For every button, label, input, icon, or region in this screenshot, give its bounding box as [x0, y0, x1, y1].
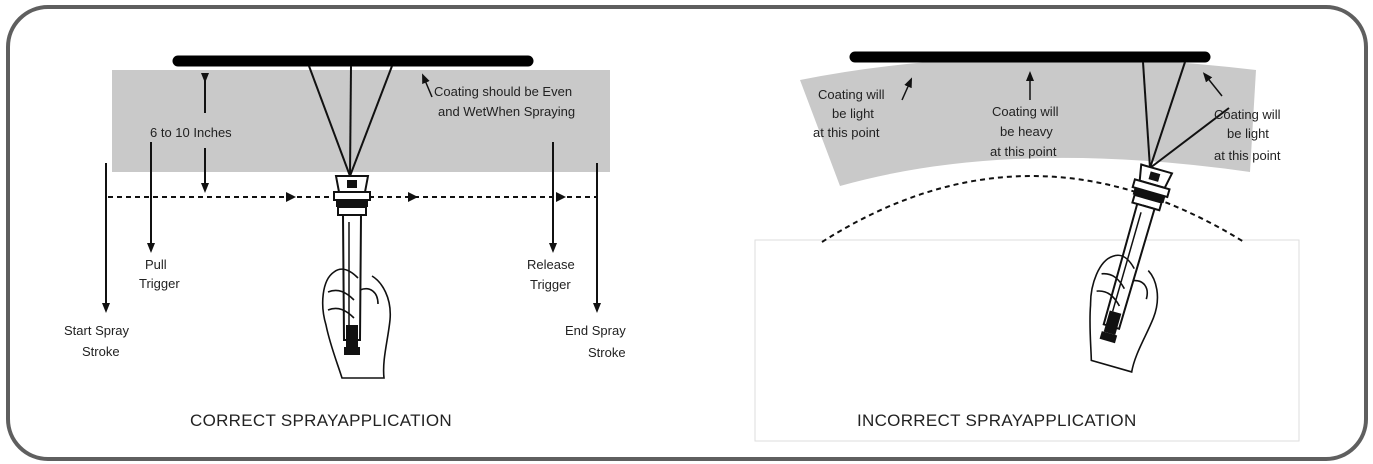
center-note-line3: at this point	[990, 144, 1057, 159]
incorrect-caption: INCORRECT SPRAYAPPLICATION	[857, 411, 1137, 430]
center-note-line2: be heavy	[1000, 124, 1053, 139]
pull-trigger-label-line1: Pull	[145, 257, 167, 272]
release-trigger-label-line2: Trigger	[530, 277, 571, 292]
end-stroke-label-line2: Stroke	[588, 345, 626, 360]
panel-box	[754, 239, 1300, 442]
coating-note-line1: Coating should be Even	[434, 84, 572, 99]
direction-arrows	[286, 192, 566, 202]
start-stroke-label-line1: Start Spray	[64, 323, 130, 338]
center-note-line1: Coating will	[992, 104, 1059, 119]
right-note-line3: at this point	[1214, 148, 1281, 163]
arrow-icon	[422, 73, 433, 98]
spray-gun-icon	[321, 175, 392, 379]
arc-stroke-path	[821, 175, 1245, 243]
curved-spray-band	[800, 57, 1256, 187]
correct-application-panel: 6 to 10 Inches Coating should be Even an…	[64, 55, 626, 430]
left-note-line3: at this point	[813, 125, 880, 140]
end-stroke-label-line1: End Spray	[565, 323, 626, 338]
arrow-icon	[1202, 72, 1223, 97]
left-note-line1: Coating will	[818, 87, 885, 102]
spray-fan	[308, 65, 393, 177]
start-stroke-label-line2: Stroke	[82, 344, 120, 359]
correct-caption: CORRECT SPRAYAPPLICATION	[190, 411, 452, 430]
arrow-icon	[901, 77, 913, 101]
release-trigger-label-line1: Release	[527, 257, 575, 272]
distance-label: 6 to 10 Inches	[150, 125, 232, 140]
pull-trigger-label-line2: Trigger	[139, 276, 180, 291]
spray-fan	[1142, 61, 1230, 169]
spray-band	[112, 70, 610, 172]
incorrect-application-panel: Coating will be light at this point Coat…	[754, 51, 1300, 442]
left-note-line2: be light	[832, 106, 874, 121]
right-note-line2: be light	[1227, 126, 1269, 141]
right-note-line1: Coating will	[1214, 107, 1281, 122]
coating-note-line2: and WetWhen Spraying	[438, 104, 575, 119]
